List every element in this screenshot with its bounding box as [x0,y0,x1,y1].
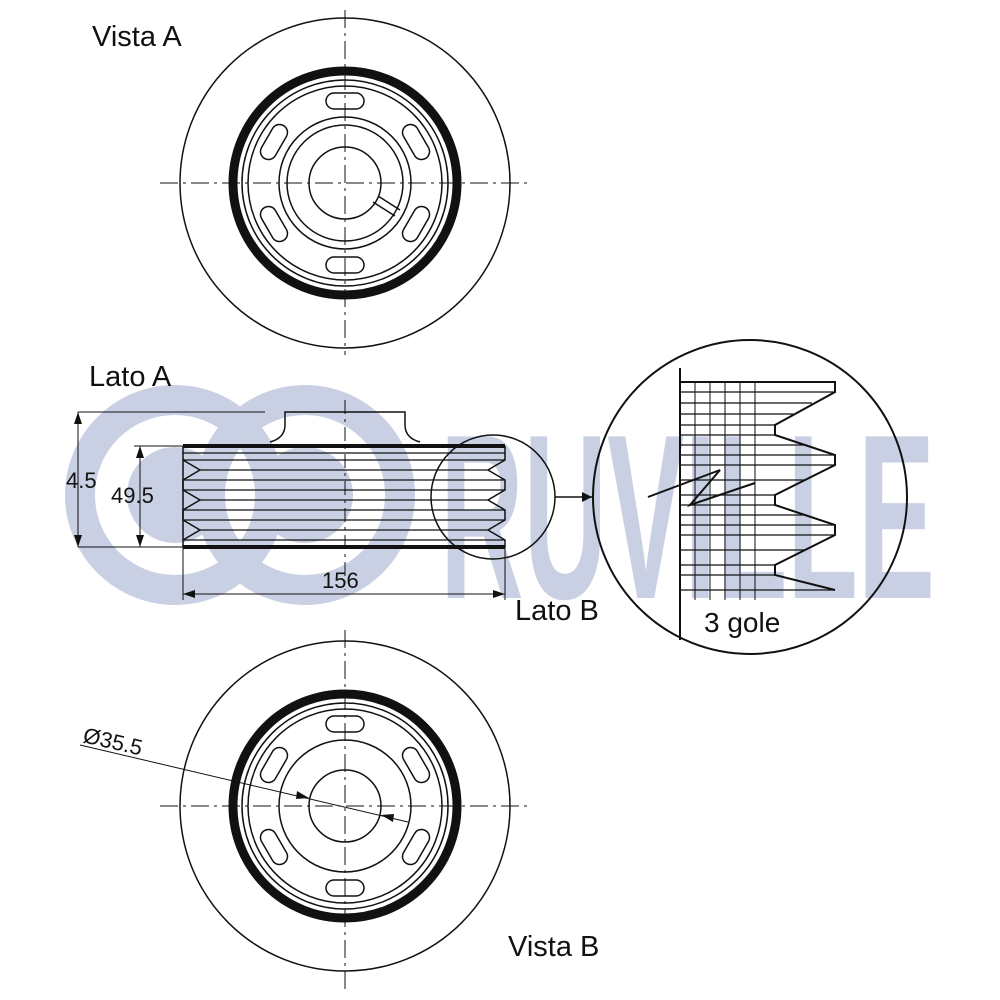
height-inner-dimension: 49.5 [111,483,154,508]
grooves-label: 3 gole [704,607,780,638]
height-outer-dimension: 4.5 [66,468,97,493]
ruville-watermark: RUVILLE [65,385,935,648]
lato-b-label: Lato B [515,595,599,627]
vista-b-slots [259,715,431,897]
vista-b-view [79,630,530,990]
ruville-wordmark: RUVILLE [440,385,935,648]
width-dimension: 156 [322,568,359,593]
vista-b-label: Vista B [508,931,599,963]
groove-detail-view [592,339,908,655]
bore-diameter-dimension: Ø35.5 [81,723,145,761]
vista-a-view [160,10,530,355]
lato-a-label: Lato A [89,361,172,393]
ruville-logo-mark [65,385,415,605]
vista-a-label: Vista A [92,21,182,53]
side-view [74,400,592,600]
vista-a-slots [259,92,431,274]
